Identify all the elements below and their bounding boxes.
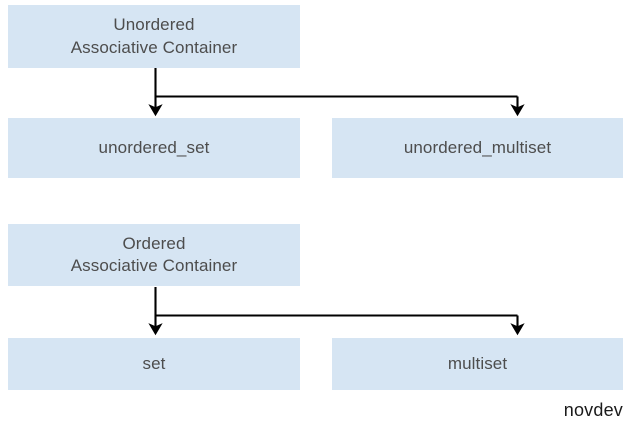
node-set: set xyxy=(8,338,300,390)
node-multiset: multiset xyxy=(332,338,623,390)
node-unordered-multiset: unordered_multiset xyxy=(332,118,623,178)
node-unordered-associative-container: Unordered Associative Container xyxy=(8,5,300,68)
watermark-label: novdev xyxy=(563,400,623,420)
node-unordered-set: unordered_set xyxy=(8,118,300,178)
node-ordered-associative-container: Ordered Associative Container xyxy=(8,224,300,286)
